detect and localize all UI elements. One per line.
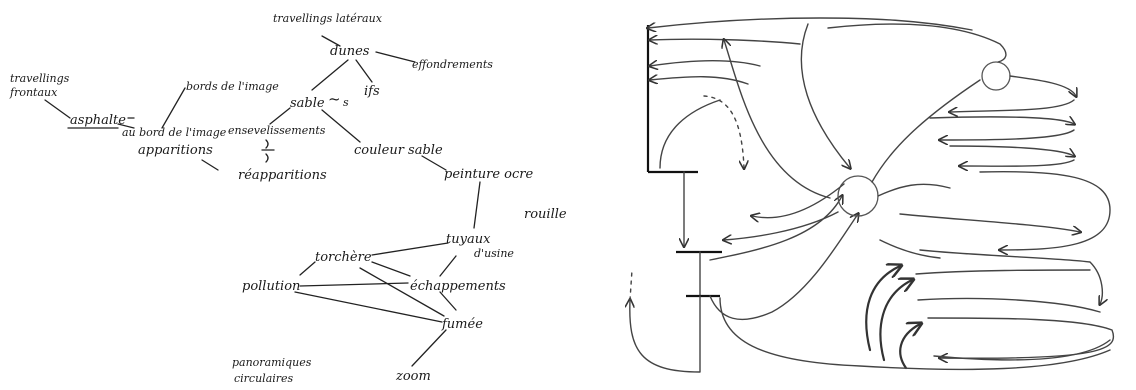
- link-frontaux-asphalte: [44, 99, 71, 119]
- hub-right-down: [879, 239, 941, 259]
- label-circulaires: circulaires: [234, 372, 294, 385]
- link-pollution-echappements: [299, 282, 409, 287]
- top-to-hub: [800, 23, 850, 168]
- label-bords-de-l-image: bords de l'image: [186, 80, 279, 93]
- label-apparitions: apparitions: [138, 143, 213, 158]
- label-panoramiques: panoramiques: [232, 356, 312, 369]
- hub-right: [877, 183, 951, 197]
- label-tilde-subscript: s: [343, 96, 349, 109]
- label-au-bord-de-l-image: au bord de l'image: [122, 126, 227, 139]
- top-arrow: [648, 17, 973, 30]
- hub-left-arrow: [752, 183, 845, 218]
- label-fumee: fumée: [441, 317, 483, 332]
- label-travellings-frontaux-1: travellings: [10, 72, 70, 85]
- loop-3a: [949, 145, 1074, 156]
- bottom-sweep-2: [933, 339, 1111, 361]
- loop-2b: [940, 129, 1075, 140]
- link-torchere-fumee: [359, 267, 445, 317]
- label-tuyaux: tuyaux: [446, 232, 491, 247]
- label-rouille: rouille: [524, 207, 567, 222]
- top-node: [981, 61, 1011, 91]
- link-dunes-sable: [311, 59, 349, 91]
- thick-curve-2: [879, 280, 912, 362]
- label-asphalte: asphalte: [70, 113, 126, 128]
- mid-loop: [919, 249, 1102, 304]
- right-loops: [719, 75, 1115, 371]
- squiggle-1: [265, 139, 269, 149]
- hub-left-low: [724, 211, 839, 240]
- label-torchere: torchère: [315, 250, 372, 265]
- link-apparitions-reapparitions: [201, 159, 219, 171]
- link-dunes-ifs: [355, 59, 373, 83]
- label-ifs: ifs: [364, 84, 380, 99]
- label-reapparitions: réapparitions: [238, 168, 327, 183]
- label-effondrements: effondrements: [412, 58, 493, 71]
- left-spine: [629, 17, 973, 373]
- hub-to-top-node: [871, 79, 981, 183]
- label-pollution: pollution: [242, 279, 300, 294]
- bottom-sweep: [719, 297, 1111, 371]
- mid-line: [899, 213, 1080, 232]
- link-pollution-torchere: [299, 261, 316, 276]
- top-arc: [827, 23, 1007, 63]
- big-loop-upper: [979, 170, 1111, 250]
- third-top-arrow: [650, 61, 761, 66]
- link-pollution-fumee: [294, 291, 443, 323]
- mid-low-line: [915, 269, 1091, 275]
- dashed-curve: [703, 95, 744, 168]
- link-peinture-tuyaux: [473, 181, 481, 229]
- link-torchere-tuyaux: [371, 242, 449, 256]
- loop-1a: [1009, 75, 1076, 96]
- label-couleur-sable: couleur sable: [354, 143, 443, 158]
- label-travellings-frontaux-2: frontaux: [9, 86, 58, 99]
- concept-map: travellings latéraux dunes effondrements…: [9, 12, 567, 385]
- link-fumee-zoom: [411, 329, 447, 367]
- squiggle-2: [265, 153, 269, 163]
- loop-2a: [929, 117, 1074, 124]
- label-sable: sable: [290, 96, 325, 111]
- loop-3b: [960, 159, 1075, 166]
- lower-line-1: [917, 297, 1101, 313]
- fourth-top-arrow: [650, 77, 749, 84]
- low-to-hub: [709, 214, 858, 321]
- flow-diagram: [629, 17, 1115, 373]
- bottom-left-loop: [630, 295, 701, 373]
- link-sable-ensevelissements: [269, 107, 291, 125]
- label-echappements: échappements: [410, 279, 506, 294]
- loop-1b: [950, 99, 1075, 112]
- label-ensevelissements: ensevelissements: [228, 124, 326, 137]
- link-bords-apparitions: [161, 87, 186, 129]
- thick-curve-3: [899, 324, 920, 370]
- link-tuyaux-echappements: [439, 255, 457, 277]
- link-dunes-effondrements: [375, 51, 416, 63]
- label-tuyaux-usine: d'usine: [474, 247, 514, 260]
- concept-links: [44, 35, 481, 367]
- bottom-loop: [927, 317, 1115, 358]
- link-couleur-peinture: [421, 155, 447, 171]
- link-travellings-dunes: [321, 35, 341, 47]
- mid-to-hub: [709, 196, 842, 261]
- bottom-left-dashes: [629, 269, 633, 301]
- left-to-hub: [724, 40, 831, 199]
- link-asphalte-bord: [117, 123, 135, 129]
- spine-curve: [659, 99, 721, 169]
- label-zoom: zoom: [395, 369, 431, 384]
- label-tilde: ~: [328, 90, 341, 108]
- label-dunes: dunes: [330, 44, 370, 59]
- link-echappements-fumee: [439, 291, 457, 311]
- thick-curve-1: [865, 266, 900, 352]
- link-torchere-echappements: [371, 261, 411, 277]
- label-peinture-ocre: peinture ocre: [444, 167, 534, 182]
- link-sable-couleur: [321, 109, 361, 143]
- hub-links: [724, 23, 1007, 240]
- label-travellings-lateraux: travellings latéraux: [273, 12, 383, 25]
